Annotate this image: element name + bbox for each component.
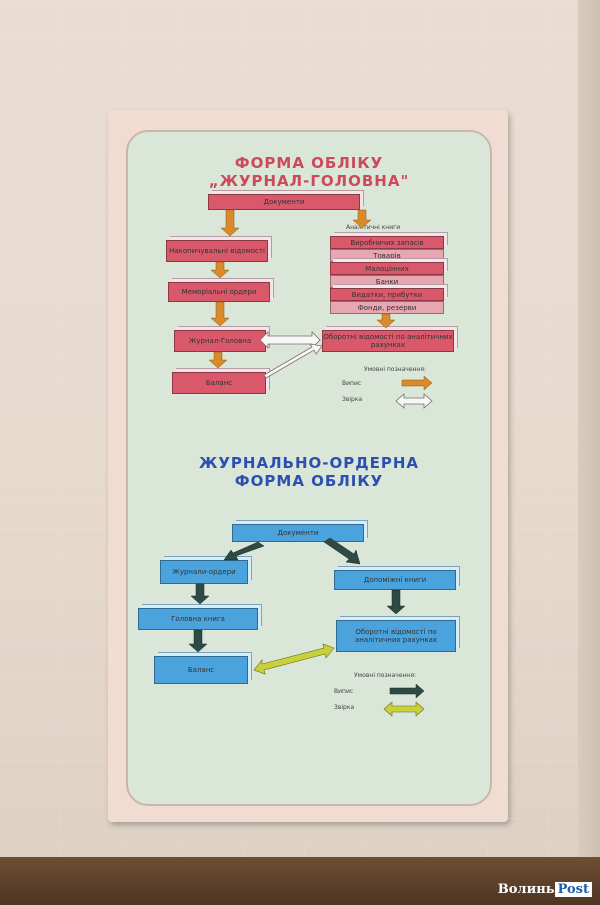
- floor-baseboard: [0, 857, 600, 905]
- bottom-aux-books-box: Допоміжні книги: [334, 570, 456, 590]
- analytic-item-6: Фонди, резерви: [330, 301, 444, 314]
- legend-yellow-arrow: [383, 701, 425, 717]
- top-cumulative-box: Накопичувальні відомості: [166, 240, 268, 262]
- flow-arrows: [188, 209, 433, 717]
- top-balance-box: Баланс: [172, 372, 266, 394]
- arrow-balance-turnover-bottom: [253, 643, 335, 675]
- bottom-turnover-box: Оборотні відомості по аналітичних рахунк…: [336, 620, 456, 652]
- arrow-memorial-to-journal: [210, 301, 230, 327]
- watermark-prefix: Волинь: [497, 882, 555, 897]
- arrow-docs-to-aux: [323, 537, 361, 565]
- top-legend-title: Умовні позначення:: [364, 366, 426, 373]
- top-documents-box: Документи: [208, 194, 360, 210]
- top-journal-box: Журнал-Головна: [174, 330, 266, 352]
- arrow-journal-to-general: [190, 583, 210, 605]
- bottom-title-line1: ЖУРНАЛЬНО-ОРДЕРНА: [198, 454, 419, 472]
- bottom-journal-orders-box: Журнали-ордери: [160, 560, 248, 584]
- legend-dark-arrow: [389, 683, 425, 699]
- top-title-line2: „ЖУРНАЛ-ГОЛОВНА": [208, 172, 410, 190]
- bottom-balance-box: Баланс: [154, 656, 248, 684]
- watermark-suffix: Post: [554, 882, 592, 897]
- arrow-analytic-to-turnover: [376, 313, 396, 329]
- poster-board: ФОРМА ОБЛІКУ „ЖУРНАЛ-ГОЛОВНА" Документи …: [108, 110, 508, 822]
- top-turnover-box: Оборотні відомості по аналітичних рахунк…: [322, 330, 454, 352]
- poster-inner-panel: ФОРМА ОБЛІКУ „ЖУРНАЛ-ГОЛОВНА" Документи …: [126, 130, 492, 806]
- analytic-item-5: Видатки, прибутки: [330, 288, 444, 301]
- legend-white-arrow: [395, 393, 433, 409]
- top-analytic-title: Аналітичні книги: [346, 224, 401, 231]
- bottom-legend-entry2: Звірка: [334, 704, 355, 711]
- top-legend-entry2: Звірка: [342, 396, 363, 403]
- arrow-general-to-balance: [188, 629, 208, 653]
- bottom-general-book-box: Головна книга: [138, 608, 258, 630]
- bottom-title-line2: ФОРМА ОБЛІКУ: [234, 472, 384, 490]
- arrow-docs-to-cumulative: [220, 209, 240, 237]
- bottom-dark-arrows: [188, 537, 425, 699]
- analytic-item-1: Виробничих запасів: [330, 236, 444, 249]
- analytic-item-4: Банки: [330, 275, 444, 288]
- bottom-documents-box: Документи: [232, 524, 364, 542]
- analytic-item-2: Товарів: [330, 249, 444, 262]
- bottom-legend-title: Умовні позначення:: [354, 672, 416, 679]
- bottom-check-arrows: [253, 643, 425, 717]
- bottom-legend-entry1: Випис: [334, 688, 354, 695]
- top-memorial-box: Меморіальні ордери: [168, 282, 270, 302]
- arrow-balance-turnover: [263, 343, 323, 379]
- top-legend-entry1: Випис: [342, 380, 362, 387]
- analytic-item-3: Малоцінних: [330, 262, 444, 275]
- legend-orange-arrow: [401, 375, 433, 391]
- top-down-arrows: [208, 209, 433, 391]
- arrow-aux-to-turnover: [386, 589, 406, 615]
- top-title-line1: ФОРМА ОБЛІКУ: [234, 154, 384, 172]
- arrow-cumulative-to-memorial: [210, 261, 230, 279]
- door-frame: [578, 0, 600, 905]
- top-check-arrows: [259, 331, 433, 409]
- arrow-docs-to-analytic: [352, 209, 372, 229]
- arrow-journal-to-balance: [208, 351, 228, 369]
- arrow-docs-to-journal-orders: [223, 541, 265, 561]
